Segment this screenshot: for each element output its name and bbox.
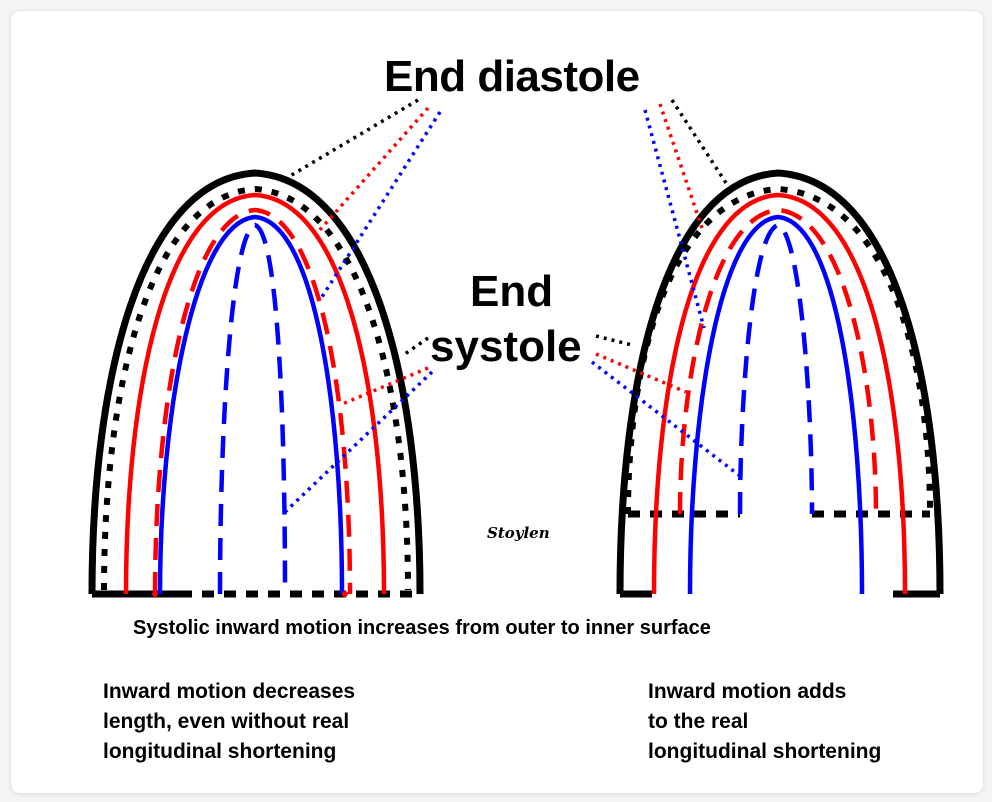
end-systole-label-line2: systole [430,322,582,372]
left-ventricle [92,173,420,597]
right-inner-systole [740,225,812,514]
left-outer-systole [104,189,408,590]
leader-diastole-red-right [660,104,702,228]
figure-caption: Systolic inward motion increases from ou… [133,617,711,640]
leader-diastole-black-right [672,100,728,186]
left-note-line: longitudinal shortening [103,737,443,767]
left-red-marker-1 [152,591,158,597]
leader-diastole-black-left [290,100,418,176]
left-note-line: length, even without real [103,707,443,737]
right-ventricle [620,173,940,594]
left-note-line: Inward motion decreases [103,677,443,707]
left-inner-diastole [160,217,342,594]
author-signature: Stoylen [487,524,550,542]
left-inner-systole [220,225,285,594]
left-note: Inward motion decreases length, even wit… [103,677,443,767]
right-note-line: Inward motion adds [648,677,968,707]
leader-systole-black-right [596,336,632,345]
left-mid-systole [155,210,350,594]
end-systole-label-line1: End [470,267,553,317]
right-note-line: to the real [648,707,968,737]
right-note: Inward motion adds to the real longitudi… [648,677,968,767]
right-note-line: longitudinal shortening [648,737,968,767]
leader-systole-black-left [402,338,428,356]
left-red-marker-2 [342,591,348,597]
end-diastole-label: End diastole [384,52,640,102]
